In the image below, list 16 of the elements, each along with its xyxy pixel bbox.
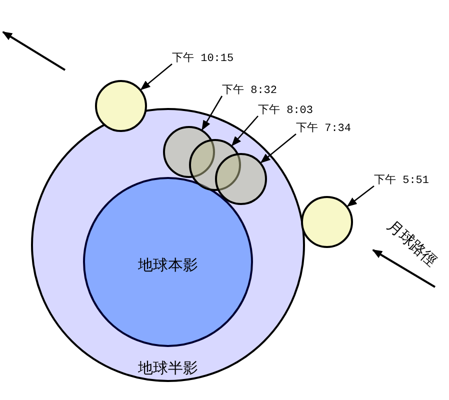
leader-arrow — [346, 185, 374, 207]
time-label: 下午 8:03 — [258, 105, 314, 118]
region-label: 地球半影 — [138, 358, 198, 378]
time-label: 下午 10:15 — [172, 53, 234, 66]
leader-arrow — [260, 134, 296, 164]
leader-arrow — [140, 64, 172, 90]
moon-circle — [95, 80, 147, 132]
time-label: 下午 5:51 — [374, 175, 430, 188]
leader-arrow — [202, 96, 223, 130]
leader-arrow — [231, 116, 258, 146]
time-label: 下午 8:32 — [222, 85, 278, 98]
moon-circle — [301, 196, 353, 248]
moon-circle — [215, 153, 267, 205]
time-label: 下午 7:34 — [296, 123, 352, 136]
region-label: 地球本影 — [138, 256, 198, 274]
path-label: 月球路徑 — [383, 216, 441, 270]
